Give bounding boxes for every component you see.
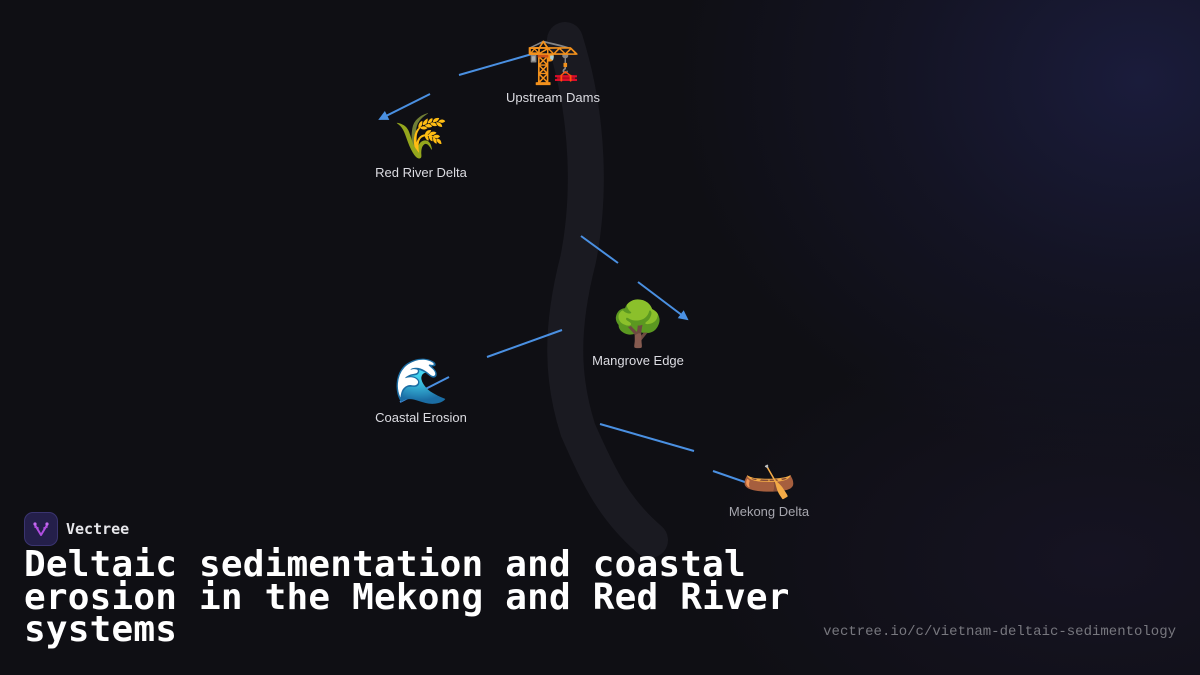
rice-sheaf-icon: 🌾 bbox=[393, 111, 449, 162]
construction-crane-icon: 🏗️ bbox=[525, 36, 581, 87]
canoe-icon: 🛶 bbox=[741, 450, 797, 501]
node-mekong-delta[interactable]: 🛶 Mekong Delta bbox=[729, 450, 809, 519]
node-mangrove-edge[interactable]: 🌳 Mangrove Edge bbox=[592, 299, 684, 368]
source-url[interactable]: vectree.io/c/vietnam-deltaic-sedimentolo… bbox=[823, 624, 1176, 640]
node-label: Mekong Delta bbox=[728, 504, 810, 519]
brand-name: Vectree bbox=[66, 520, 130, 538]
edge-coastal-to-mekong bbox=[599, 423, 769, 491]
edge-upstream-to-mangrove bbox=[580, 235, 689, 321]
river-band bbox=[547, 22, 668, 558]
page-title: Deltaic sedimentation and coastal erosio… bbox=[24, 544, 790, 650]
node-label: Red River Delta bbox=[375, 165, 467, 180]
brand: Vectree bbox=[24, 512, 129, 546]
node-upstream-dams[interactable]: 🏗️ Upstream Dams bbox=[506, 36, 600, 105]
node-red-river-delta[interactable]: 🌾 Red River Delta bbox=[375, 111, 467, 180]
node-label: Mangrove Edge bbox=[592, 353, 684, 368]
edge-upstream-to-redriver bbox=[378, 53, 533, 120]
edge-mangrove-to-coastal bbox=[399, 329, 563, 403]
water-wave-icon: 🌊 bbox=[393, 356, 449, 407]
vectree-logo-icon bbox=[24, 512, 58, 546]
node-label: Upstream Dams bbox=[506, 90, 600, 105]
node-coastal-erosion[interactable]: 🌊 Coastal Erosion bbox=[375, 356, 467, 425]
node-label: Coastal Erosion bbox=[375, 410, 467, 425]
tree-icon: 🌳 bbox=[610, 299, 666, 350]
